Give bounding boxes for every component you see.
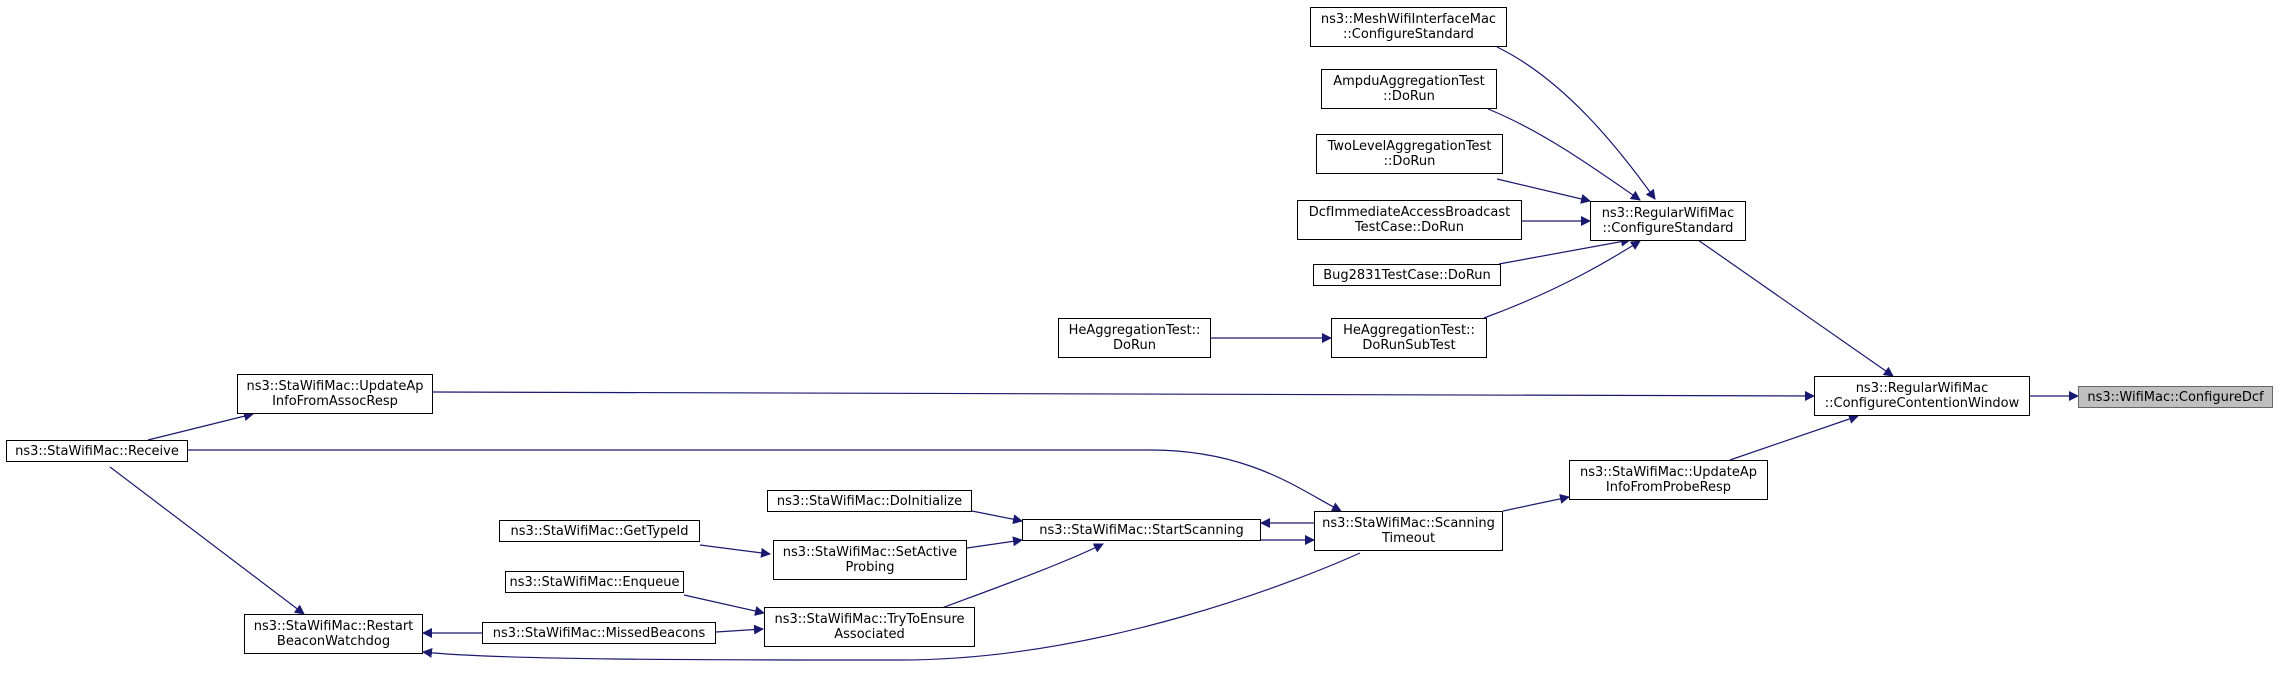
node-heaggregationtest-dorun-line-2: DoRun	[1113, 338, 1156, 353]
edge-probe-to-ccw	[1729, 414, 1859, 461]
node-stawifimac-startscanning[interactable]: ns3::StaWifiMac::StartScanning	[1022, 519, 1261, 541]
edge-receive-to-assoc	[147, 411, 254, 441]
edge-doinit-to-startscan	[971, 510, 1023, 525]
node-heaggregationtest-dorun-line-1: HeAggregationTest::	[1068, 323, 1201, 338]
edge-setactive-to-startscan	[966, 536, 1023, 549]
edge-mesh-to-rcs	[1496, 46, 1656, 200]
node-stawifimac-trytoensureassociated-line-1: ns3::StaWifiMac::TryToEnsure	[774, 612, 965, 627]
node-stawifimac-gettypeid-line-1: ns3::StaWifiMac::GetTypeId	[510, 523, 689, 539]
node-stawifimac-enqueue[interactable]: ns3::StaWifiMac::Enqueue	[505, 571, 684, 593]
node-stawifimac-missedbeacons[interactable]: ns3::StaWifiMac::MissedBeacons	[482, 622, 716, 644]
node-regularwifimac-configurestandard[interactable]: ns3::RegularWifiMac ::ConfigureStandard	[1590, 201, 1746, 241]
node-stawifimac-updateapinfofromassocresp[interactable]: ns3::StaWifiMac::UpdateAp InfoFromAssocR…	[237, 374, 433, 414]
node-stawifimac-setactiveprobing[interactable]: ns3::StaWifiMac::SetActive Probing	[773, 540, 967, 580]
node-regularwifimac-configurecontentionwindow-line-1: ns3::RegularWifiMac	[1855, 381, 1989, 396]
node-heaggregationtest-dorunsubtest-line-1: HeAggregationTest::	[1343, 323, 1475, 338]
node-stawifimac-scanningtimeout[interactable]: ns3::StaWifiMac::Scanning Timeout	[1314, 511, 1503, 551]
node-twolevelaggregationtest-dorun-line-2: ::DoRun	[1383, 154, 1436, 169]
node-stawifimac-scanningtimeout-line-2: Timeout	[1381, 531, 1436, 546]
node-stawifimac-missedbeacons-line-1: ns3::StaWifiMac::MissedBeacons	[492, 625, 706, 641]
node-stawifimac-updateapinfofromproberesp-line-2: InfoFromProbeResp	[1605, 480, 1732, 495]
node-dcfimmediateaccessbroadcasttestcase-dorun[interactable]: DcfImmediateAccessBroadcast TestCase::Do…	[1297, 200, 1522, 240]
node-twolevelaggregationtest-dorun[interactable]: TwoLevelAggregationTest ::DoRun	[1316, 134, 1503, 174]
edge-gettype-to-setactive	[699, 544, 771, 558]
node-regularwifimac-configurecontentionwindow-line-2: ::ConfigureContentionWindow	[1824, 396, 2020, 411]
node-stawifimac-startscanning-line-1: ns3::StaWifiMac::StartScanning	[1039, 522, 1244, 538]
node-stawifimac-scanningtimeout-line-1: ns3::StaWifiMac::Scanning	[1322, 516, 1495, 531]
node-wifimac-configuredcf: ns3::WifiMac::ConfigureDcf	[2078, 386, 2273, 408]
edge-receive-to-restart	[109, 466, 305, 615]
edge-missed-to-tryensure	[715, 624, 764, 635]
edge-tryensure-to-startscan	[941, 543, 1104, 609]
node-dcfimmediateaccessbroadcasttestcase-dorun-line-2: TestCase::DoRun	[1354, 220, 1465, 235]
edge-tryensure-to-restart	[422, 552, 1361, 661]
node-meshwifiinterfacemac-configurestandard-line-2: ::ConfigureStandard	[1343, 27, 1474, 42]
node-stawifimac-restartbeaconwatchdog-line-1: ns3::StaWifiMac::Restart	[253, 619, 414, 634]
node-wifimac-configuredcf-line-1: ns3::WifiMac::ConfigureDcf	[2087, 389, 2264, 405]
edge-scantimeout-to-probe	[1502, 493, 1570, 512]
node-stawifimac-trytoensureassociated[interactable]: ns3::StaWifiMac::TryToEnsure Associated	[764, 607, 975, 647]
node-stawifimac-receive[interactable]: ns3::StaWifiMac::Receive	[6, 440, 188, 462]
node-ampduaggregationtest-dorun-line-2: ::DoRun	[1383, 89, 1435, 104]
node-bug2831testcase-dorun-line-1: Bug2831TestCase::DoRun	[1323, 267, 1491, 283]
node-regularwifimac-configurestandard-line-1: ns3::RegularWifiMac	[1601, 206, 1735, 221]
node-stawifimac-updateapinfofromassocresp-line-1: ns3::StaWifiMac::UpdateAp	[246, 379, 424, 394]
node-stawifimac-setactiveprobing-line-1: ns3::StaWifiMac::SetActive	[782, 545, 958, 560]
node-stawifimac-restartbeaconwatchdog[interactable]: ns3::StaWifiMac::Restart BeaconWatchdog	[244, 614, 423, 654]
node-stawifimac-restartbeaconwatchdog-line-2: BeaconWatchdog	[276, 634, 391, 649]
node-meshwifiinterfacemac-configurestandard[interactable]: ns3::MeshWifiInterfaceMac ::ConfigureSta…	[1310, 7, 1507, 47]
node-regularwifimac-configurecontentionwindow[interactable]: ns3::RegularWifiMac ::ConfigureContentio…	[1814, 376, 2030, 416]
node-regularwifimac-configurestandard-line-2: ::ConfigureStandard	[1602, 221, 1734, 236]
node-heaggregationtest-dorunsubtest[interactable]: HeAggregationTest:: DoRunSubTest	[1331, 318, 1487, 358]
node-stawifimac-updateapinfofromproberesp[interactable]: ns3::StaWifiMac::UpdateAp InfoFromProbeR…	[1569, 460, 1768, 500]
node-stawifimac-enqueue-line-1: ns3::StaWifiMac::Enqueue	[509, 574, 680, 590]
node-heaggregationtest-dorunsubtest-line-2: DoRunSubTest	[1362, 338, 1456, 353]
node-stawifimac-updateapinfofromassocresp-line-2: InfoFromAssocResp	[272, 394, 398, 409]
edge-assoc-to-ccw	[432, 390, 1815, 401]
node-meshwifiinterfacemac-configurestandard-line-1: ns3::MeshWifiInterfaceMac	[1320, 12, 1497, 27]
node-ampduaggregationtest-dorun-line-1: AmpduAggregationTest	[1333, 74, 1485, 89]
edge-receive-to-scantimeout	[188, 449, 1342, 512]
edge-hesub-to-rcs	[1483, 240, 1641, 319]
edge-ampdu-to-rcs	[1487, 108, 1641, 201]
node-twolevelaggregationtest-dorun-line-1: TwoLevelAggregationTest	[1327, 139, 1492, 154]
node-dcfimmediateaccessbroadcasttestcase-dorun-line-1: DcfImmediateAccessBroadcast	[1308, 205, 1511, 220]
node-stawifimac-setactiveprobing-line-2: Probing	[845, 560, 895, 575]
node-stawifimac-doinitialize-line-1: ns3::StaWifiMac::DoInitialize	[776, 493, 963, 509]
node-stawifimac-trytoensureassociated-line-2: Associated	[834, 627, 905, 642]
node-stawifimac-receive-line-1: ns3::StaWifiMac::Receive	[15, 443, 179, 459]
edge-bug-to-rcs	[1498, 236, 1631, 265]
node-stawifimac-doinitialize[interactable]: ns3::StaWifiMac::DoInitialize	[767, 490, 972, 512]
edge-twolevel-to-rcs	[1496, 178, 1591, 204]
node-stawifimac-gettypeid[interactable]: ns3::StaWifiMac::GetTypeId	[499, 520, 700, 542]
edge-rcs-to-ccw	[1697, 239, 1894, 377]
node-bug2831testcase-dorun[interactable]: Bug2831TestCase::DoRun	[1313, 264, 1501, 286]
node-stawifimac-updateapinfofromproberesp-line-1: ns3::StaWifiMac::UpdateAp	[1579, 465, 1758, 480]
node-heaggregationtest-dorun[interactable]: HeAggregationTest:: DoRun	[1058, 318, 1211, 358]
node-ampduaggregationtest-dorun[interactable]: AmpduAggregationTest ::DoRun	[1321, 69, 1497, 109]
edge-enqueue-to-tryensure	[683, 594, 765, 616]
